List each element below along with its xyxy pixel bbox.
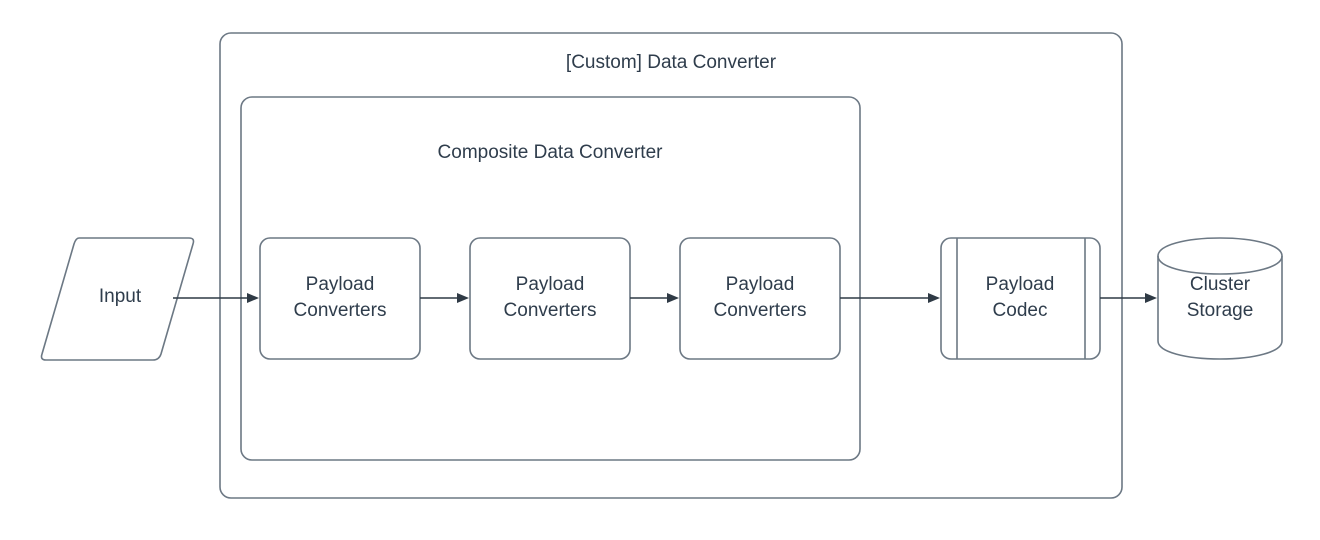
node-cluster-storage[interactable]: Cluster Storage (1157, 237, 1283, 360)
arrow-head-icon (1145, 293, 1157, 303)
payload-converters-3-label-line2: Converters (714, 300, 807, 321)
connector-input-to-payload-converters-1 (173, 293, 259, 303)
arrow-head-icon (247, 293, 259, 303)
arrow-head-icon (928, 293, 940, 303)
connector-payload-codec-to-cluster-storage (1100, 293, 1157, 303)
cluster-storage-cylinder-top-ellipse (1157, 255, 1283, 275)
connector-payload-converters-2-to-3 (630, 293, 679, 303)
group-composite-data-converter[interactable]: Composite Data Converter (240, 96, 861, 461)
node-payload-codec[interactable]: Payload Codec (940, 237, 1101, 360)
arrow-head-icon (667, 293, 679, 303)
payload-codec-label-line1: Payload (986, 274, 1055, 295)
cluster-storage-label-line2: Storage (1187, 300, 1254, 321)
node-payload-converters-3[interactable]: Payload Converters (679, 237, 841, 360)
connector-payload-converters-3-to-payload-codec (840, 293, 940, 303)
payload-codec-label-line2: Codec (993, 300, 1048, 321)
cluster-storage-cylinder-body (1157, 237, 1283, 360)
payload-converters-3-label-line1: Payload (726, 274, 795, 295)
custom-data-converter-label: [Custom] Data Converter (566, 52, 777, 73)
payload-converters-1-shape (259, 237, 421, 360)
payload-converters-1-label-line2: Converters (294, 300, 387, 321)
node-payload-converters-2[interactable]: Payload Converters (469, 237, 631, 360)
payload-converters-2-label-line1: Payload (516, 274, 585, 295)
node-payload-converters-1[interactable]: Payload Converters (259, 237, 421, 360)
connector-payload-converters-1-to-2 (420, 293, 469, 303)
arrow-head-icon (457, 293, 469, 303)
payload-converters-2-shape (469, 237, 631, 360)
payload-converters-3-shape (679, 237, 841, 360)
composite-data-converter-boundary (240, 96, 861, 461)
node-input[interactable]: Input (40, 237, 195, 361)
input-label: Input (99, 286, 142, 307)
input-parallelogram-shape (40, 237, 195, 361)
payload-converters-2-label-line2: Converters (504, 300, 597, 321)
payload-codec-shape (940, 237, 1101, 360)
custom-data-converter-boundary (219, 32, 1123, 499)
cluster-storage-label-line1: Cluster (1190, 274, 1251, 295)
payload-converters-1-label-line1: Payload (306, 274, 375, 295)
composite-data-converter-label: Composite Data Converter (438, 142, 664, 163)
group-custom-data-converter[interactable]: [Custom] Data Converter (219, 32, 1123, 499)
